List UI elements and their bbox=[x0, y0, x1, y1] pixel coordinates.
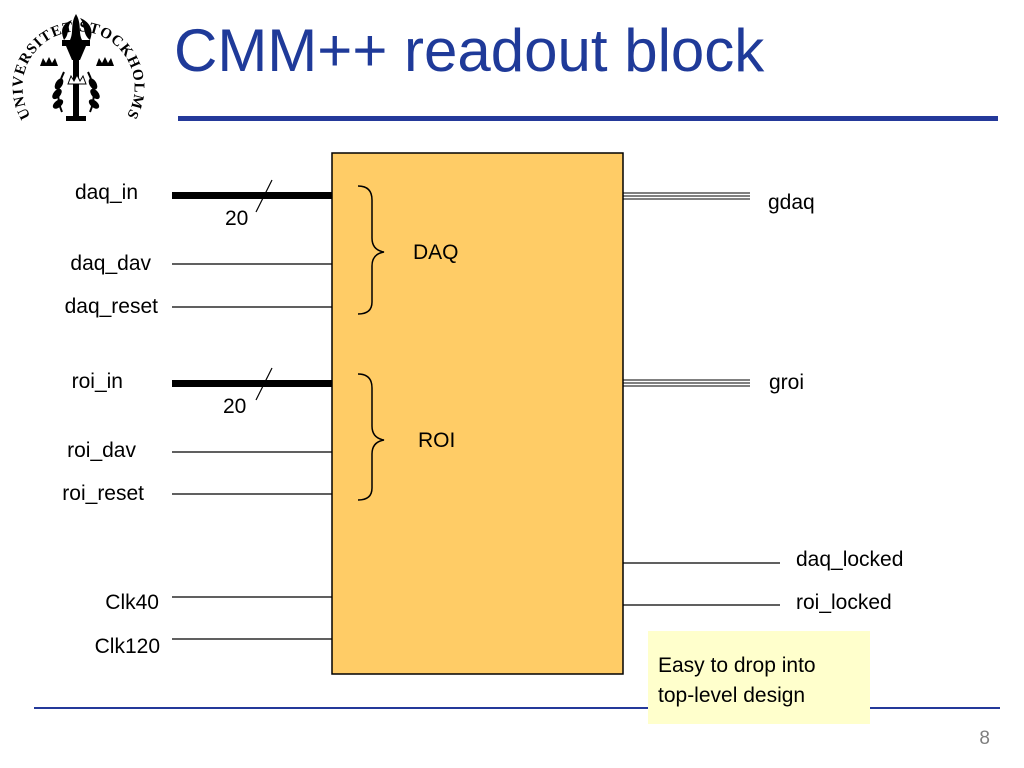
roi-brace bbox=[357, 373, 385, 501]
group-label-roi: ROI bbox=[418, 429, 456, 452]
input-label-roi-reset: roi_reset bbox=[62, 482, 144, 505]
input-label-daq-in: daq_in bbox=[74, 181, 138, 204]
roi-in-bus bbox=[172, 380, 332, 387]
roi-in-width: 20 bbox=[223, 395, 247, 418]
footer-divider bbox=[34, 707, 1000, 709]
gdaq-output bbox=[623, 192, 750, 200]
readout-block bbox=[331, 152, 624, 675]
input-label-daq-dav: daq_dav bbox=[70, 252, 151, 275]
input-label-roi-in: roi_in bbox=[71, 370, 123, 393]
daq-in-bus bbox=[172, 192, 332, 199]
note-line-2: top-level design bbox=[658, 684, 806, 708]
daq-in-bus-slash bbox=[255, 179, 273, 213]
groi-output bbox=[623, 379, 750, 387]
input-label-daq-reset: daq_reset bbox=[64, 295, 158, 318]
roi-in-bus-slash bbox=[255, 367, 273, 401]
output-label-gdaq: gdaq bbox=[768, 191, 815, 214]
output-label-roi-locked: roi_locked bbox=[796, 591, 892, 614]
output-label-daq-locked: daq_locked bbox=[796, 548, 904, 571]
note-line-1: Easy to drop into bbox=[658, 654, 816, 677]
input-label-clk120: Clk120 bbox=[94, 635, 160, 658]
output-label-groi: groi bbox=[769, 371, 805, 394]
daq-brace bbox=[357, 185, 385, 315]
crowns-icon bbox=[40, 57, 114, 85]
slide-title: CMM++ readout block bbox=[174, 17, 765, 84]
page-number: 8 bbox=[979, 728, 990, 749]
input-label-clk40: Clk40 bbox=[105, 591, 159, 614]
note-box: Easy to drop into top-level design bbox=[648, 631, 870, 724]
title-divider bbox=[178, 116, 998, 121]
laurel-icon bbox=[52, 71, 100, 113]
torch-icon bbox=[62, 14, 92, 121]
daq-in-width: 20 bbox=[225, 207, 249, 230]
group-label-daq: DAQ bbox=[413, 241, 459, 264]
input-label-roi-dav: roi_dav bbox=[67, 439, 136, 462]
